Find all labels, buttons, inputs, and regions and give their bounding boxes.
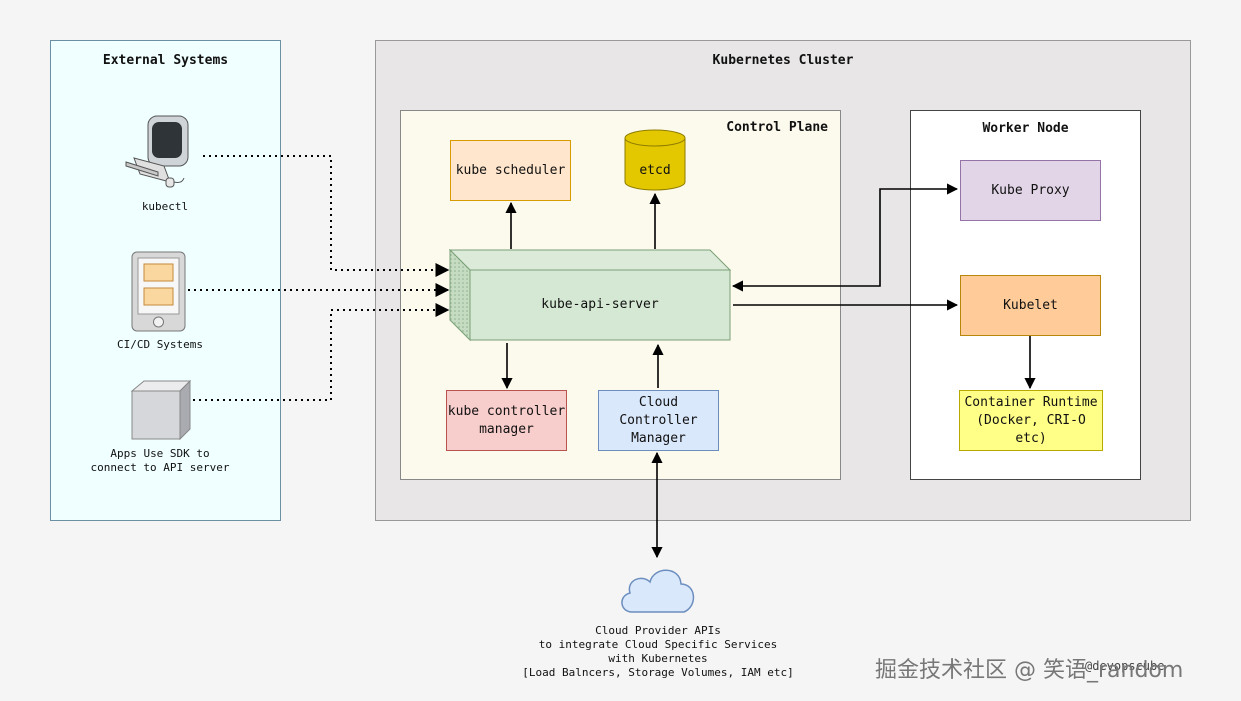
kcm-label-line1: kube controller xyxy=(447,403,566,419)
api-server-box-shape xyxy=(449,249,732,342)
sdk-label-line2: connect to API server xyxy=(90,461,230,474)
cloud-label-line3: with Kubernetes xyxy=(608,652,708,665)
cloud-controller-manager-box: Cloud Controller Manager xyxy=(598,390,719,451)
kube-proxy-label: Kube Proxy xyxy=(991,182,1070,198)
kubelet-label: Kubelet xyxy=(1003,297,1058,313)
runtime-label-line1: Container Runtime xyxy=(964,394,1098,410)
cloud-icon xyxy=(621,569,695,613)
kube-proxy-box: Kube Proxy xyxy=(960,160,1101,221)
control-plane-title: Control Plane xyxy=(726,120,828,135)
etcd-label: etcd xyxy=(639,163,671,178)
kube-scheduler-label: kube scheduler xyxy=(455,162,566,178)
kube-scheduler-box: kube scheduler xyxy=(450,140,571,201)
tablet-icon xyxy=(131,251,186,332)
worker-node-title: Worker Node xyxy=(982,121,1069,136)
ccm-label-line2: Manager xyxy=(631,430,686,446)
devopscube-credit: @devopscube xyxy=(1085,659,1165,673)
cube-icon xyxy=(130,379,192,441)
kube-controller-manager-box: kube controller manager xyxy=(446,390,567,451)
juejin-watermark: 掘金技术社区 @ 笑语_random xyxy=(875,658,1184,683)
external-systems-title: External Systems xyxy=(102,53,229,68)
ccm-label-line1: Cloud Controller xyxy=(619,394,698,428)
sdk-label-line1: Apps Use SDK to xyxy=(110,447,210,460)
kubectl-label: kubectl xyxy=(141,200,189,213)
kcm-label-line2: manager xyxy=(479,421,534,437)
api-server-label: kube-api-server xyxy=(541,297,659,312)
cloud-label-line1: Cloud Provider APIs xyxy=(595,624,721,637)
kubernetes-cluster-title: Kubernetes Cluster xyxy=(712,53,854,68)
runtime-label-line2: (Docker, CRI-O etc) xyxy=(976,412,1086,446)
computer-icon xyxy=(125,115,189,188)
cloud-label-line2: to integrate Cloud Specific Services xyxy=(538,638,778,651)
cloud-label-line4: [Load Balncers, Storage Volumes, IAM etc… xyxy=(522,666,794,679)
kubelet-box: Kubelet xyxy=(960,275,1101,336)
cicd-label: CI/CD Systems xyxy=(116,338,204,351)
container-runtime-box: Container Runtime (Docker, CRI-O etc) xyxy=(959,390,1103,451)
etcd-cylinder-icon xyxy=(624,129,686,191)
